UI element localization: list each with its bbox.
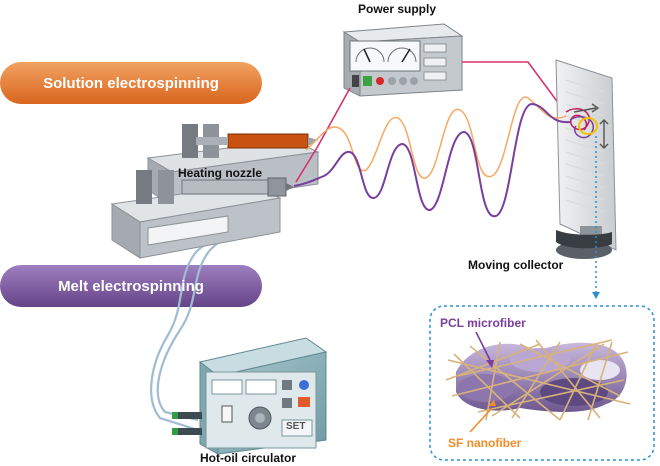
heating-nozzle-label: Heating nozzle [178,166,263,180]
fiber-mesh-inset [429,305,655,461]
zoom-connector [592,136,600,299]
solution-electrospinning-pill [0,62,262,104]
hot-oil-circulator-label: Hot-oil circulator [200,451,297,465]
sf-nanofiber-label: SF nanofiber [448,436,522,450]
syringe-pump-front [110,170,294,259]
high-voltage-wires [295,61,566,183]
melt-electrospinning-label: Melt electrospinning [58,277,204,295]
power-supply-label: Power supply [358,2,437,16]
set-button-label: SET [286,421,306,432]
hot-oil-circulator [172,337,328,455]
melt-fiber-jet [293,102,571,218]
solution-electrospinning-label: Solution electrospinning [43,74,219,92]
melt-electrospinning-pill [0,265,262,307]
moving-collector [555,59,617,259]
pcl-microfiber-label: PCL microfiber [440,316,526,330]
moving-collector-label: Moving collector [468,258,564,272]
power-supply [342,23,464,97]
solution-fiber-jet [305,96,567,179]
